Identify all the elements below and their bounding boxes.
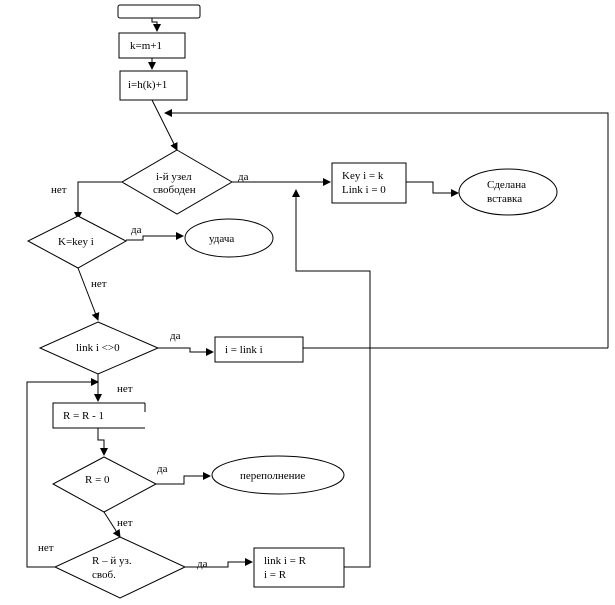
edge-start-to-k xyxy=(151,17,161,32)
edges xyxy=(26,17,609,568)
node-free-text-2: свободен xyxy=(153,184,196,196)
insert-text-1: Key i = k xyxy=(342,170,384,182)
terminal-overflow: переполнение xyxy=(211,455,345,495)
insert-text-2: Link i = 0 xyxy=(342,184,386,196)
edge-free-no xyxy=(74,181,122,220)
i-hash-text: i=h(k)+1 xyxy=(128,79,167,91)
process-link-r: link i = R i = R xyxy=(253,547,345,588)
process-i-hash: i=h(k)+1 xyxy=(119,70,188,101)
edge-linkr-to-insert xyxy=(292,189,371,568)
edge-rfree-yes xyxy=(185,558,253,568)
decision-link-nonzero: link i <>0 xyxy=(38,321,160,375)
decision-key-equal: K=key i xyxy=(26,215,128,269)
overflow-text: переполнение xyxy=(240,470,305,482)
done-text-1: Сделана xyxy=(487,179,526,191)
r-free-text-2: своб. xyxy=(92,569,116,581)
edge-link-yes xyxy=(158,347,214,356)
done-text-2: вставка xyxy=(487,193,522,205)
terminal-done: Сделана вставка xyxy=(458,168,558,216)
link-r-text-1: link i = R xyxy=(264,555,307,567)
edge-labels: да нет да нет да нет да нет нет да xyxy=(38,171,249,570)
process-r-decrement: R = R - 1 xyxy=(52,402,146,429)
edge-i-to-free xyxy=(151,99,178,151)
label-free-no: нет xyxy=(51,184,67,196)
edge-rzero-no xyxy=(103,511,121,538)
link-nonzero-text: link i <>0 xyxy=(76,342,120,354)
node-free-text-1: i-й узел xyxy=(156,171,192,183)
decision-r-free: R – й уз. своб. xyxy=(53,536,187,599)
success-text: удача xyxy=(209,233,234,245)
edge-insert-to-done xyxy=(406,181,459,197)
edge-rdec-to-rzero xyxy=(97,428,108,456)
process-insert: Key i = k Link i = 0 xyxy=(331,162,407,204)
k-increment-text: k=m+1 xyxy=(130,40,162,52)
process-i-link: i = link i xyxy=(214,336,304,363)
label-free-yes: да xyxy=(238,171,249,183)
label-rzero-yes: да xyxy=(157,463,168,475)
label-key-yes: да xyxy=(131,224,142,236)
edge-loop-back xyxy=(164,109,609,348)
edge-key-yes xyxy=(126,232,184,241)
label-link-yes: да xyxy=(170,330,181,342)
edge-rzero-yes xyxy=(156,472,211,485)
decision-node-free: i-й узел свободен xyxy=(121,149,233,215)
r-zero-text: R = 0 xyxy=(85,474,110,486)
decision-r-zero: R = 0 xyxy=(51,456,158,513)
label-rfree-yes: да xyxy=(197,558,208,570)
edge-key-no xyxy=(77,267,100,321)
label-rfree-no: нет xyxy=(38,542,54,554)
label-rzero-no: нет xyxy=(117,517,133,529)
key-equal-text: K=key i xyxy=(58,236,94,248)
r-decrement-text: R = R - 1 xyxy=(63,410,104,422)
start-node xyxy=(117,4,201,19)
edge-rfree-no xyxy=(26,378,99,568)
label-link-no: нет xyxy=(117,383,133,395)
i-link-text: i = link i xyxy=(225,344,263,356)
terminal-success: удача xyxy=(184,218,274,258)
process-k-increment: k=m+1 xyxy=(118,32,186,59)
r-free-text-1: R – й уз. xyxy=(92,555,132,567)
link-r-text-2: i = R xyxy=(264,569,287,581)
label-key-no: нет xyxy=(91,278,107,290)
